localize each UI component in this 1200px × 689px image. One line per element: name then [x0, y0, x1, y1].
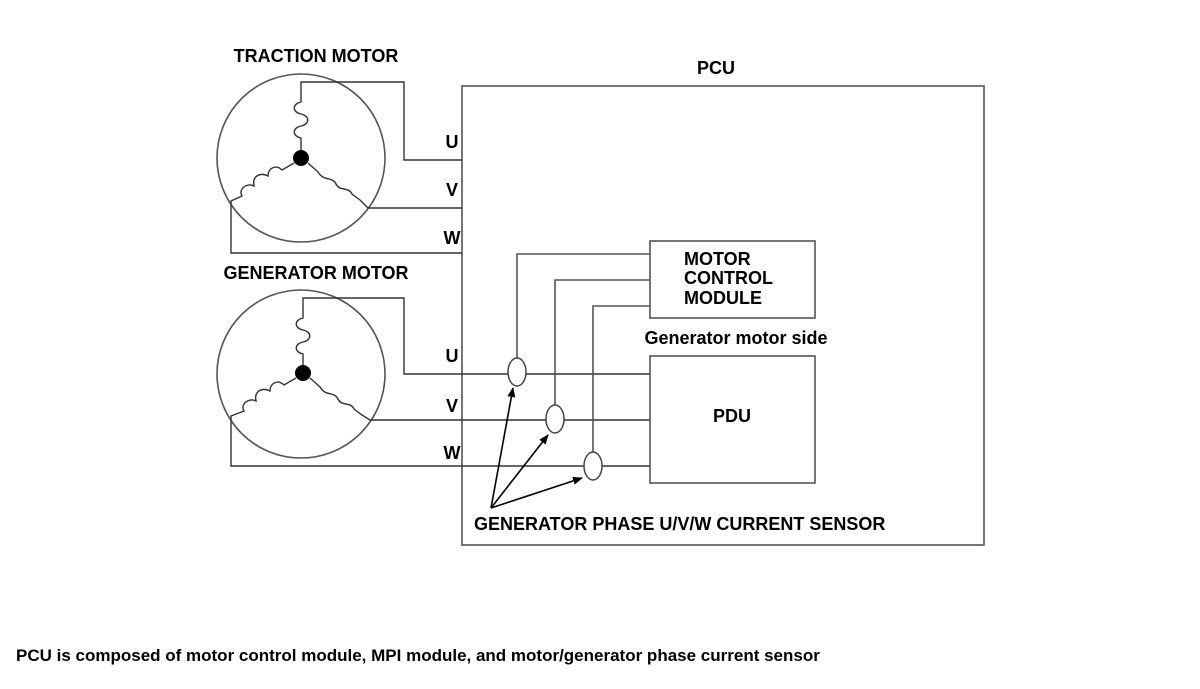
traction-coil-w: [230, 162, 462, 254]
current-sensor-label: GENERATOR PHASE U/V/W CURRENT SENSOR: [474, 514, 885, 534]
traction-terminal-v: V: [446, 180, 458, 200]
sensor-arrow-w: [490, 477, 583, 509]
sensor-arrow-v: [490, 434, 549, 509]
generator-coil-w: [230, 377, 650, 467]
pdu-label: PDU: [713, 406, 751, 426]
traction-motor-label: TRACTION MOTOR: [234, 46, 399, 66]
traction-terminal-u: U: [446, 132, 459, 152]
traction-motor: [216, 73, 462, 254]
pdu-box: [649, 355, 816, 484]
current-sensor-v: [545, 404, 565, 434]
generator-motor-housing: [216, 289, 386, 459]
current-sensor-w: [583, 451, 603, 481]
mcm-line-3: MODULE: [684, 288, 762, 308]
sensor-u-signal-line: [516, 253, 650, 366]
sensor-arrow-u: [490, 387, 516, 509]
current-sensor-u: [507, 357, 527, 387]
generator-terminal-w: W: [444, 443, 461, 463]
traction-motor-housing: [216, 73, 386, 243]
generator-terminal-u: U: [446, 346, 459, 366]
generator-motor-neutral: [295, 365, 311, 381]
traction-motor-neutral: [293, 150, 309, 166]
generator-coil-u: [295, 297, 650, 375]
figure-caption: PCU is composed of motor control module,…: [16, 646, 820, 665]
motor-control-module-box: [649, 240, 816, 319]
mcm-line-1: MOTOR: [684, 249, 751, 269]
traction-terminal-w: W: [444, 228, 461, 248]
mcm-line-2: CONTROL: [684, 268, 773, 288]
generator-coil-v: [309, 377, 650, 421]
sensor-w-signal-line: [592, 305, 650, 458]
traction-coil-v: [307, 162, 462, 209]
generator-terminal-v: V: [446, 396, 458, 416]
traction-coil-u: [293, 81, 462, 161]
generator-motor: [216, 289, 650, 467]
sensor-v-signal-line: [554, 279, 650, 412]
pcu-label: PCU: [697, 58, 735, 78]
generator-motor-side-label: Generator motor side: [644, 328, 827, 348]
generator-motor-label: GENERATOR MOTOR: [223, 263, 408, 283]
